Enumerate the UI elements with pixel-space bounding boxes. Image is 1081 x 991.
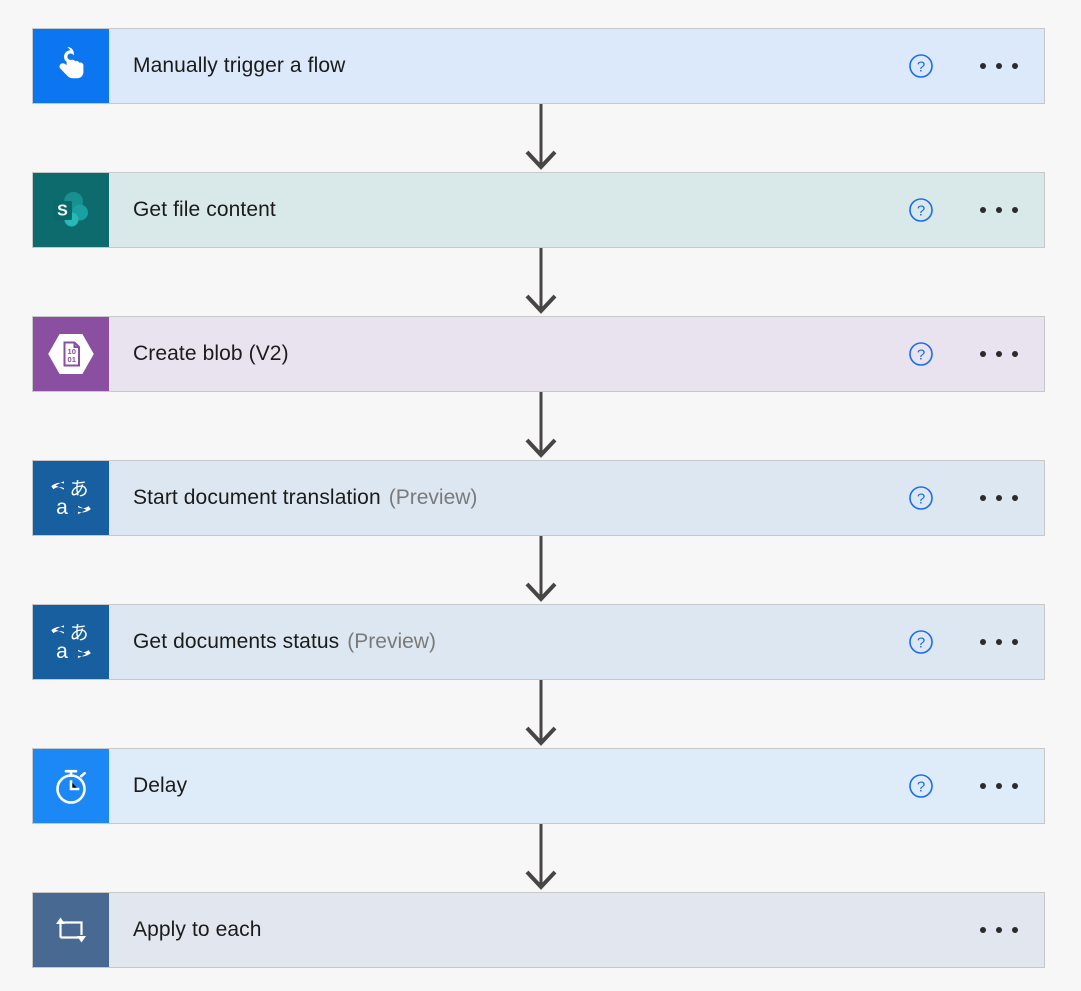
flow-step-actions: ? [906, 893, 1044, 967]
svg-text:?: ? [917, 59, 925, 76]
flow-step-title: Get documents status [133, 630, 340, 654]
flow-step-label-group: Create blob (V2) [109, 317, 906, 391]
more-options-icon[interactable] [976, 771, 1022, 801]
flow-step-title: Start document translation [133, 486, 381, 510]
more-options-icon[interactable] [976, 339, 1022, 369]
svg-text:?: ? [917, 491, 925, 508]
help-icon[interactable]: ? [906, 771, 936, 801]
more-options-icon[interactable] [976, 51, 1022, 81]
flow-connector-arrow [0, 392, 1081, 460]
flow-step-card[interactable]: Apply to each? [32, 892, 1045, 968]
sharepoint-icon: S [33, 173, 109, 247]
flow-step-actions: ? [906, 173, 1044, 247]
svg-text:a: a [56, 640, 68, 663]
svg-text:あ: あ [69, 478, 88, 500]
flow-step-actions: ? [906, 461, 1044, 535]
flow-step-actions: ? [906, 605, 1044, 679]
flow-connector-arrow [0, 680, 1081, 748]
more-options-icon[interactable] [976, 915, 1022, 945]
flow-step-label-group: Manually trigger a flow [109, 29, 906, 103]
more-options-icon[interactable] [976, 627, 1022, 657]
help-icon[interactable]: ? [906, 339, 936, 369]
help-icon[interactable]: ? [906, 483, 936, 513]
flow-step-actions: ? [906, 29, 1044, 103]
flow-step-actions: ? [906, 317, 1044, 391]
svg-text:?: ? [917, 347, 925, 364]
flow-step-card[interactable]: S Get file content? [32, 172, 1045, 248]
flow-step-label-group: Delay [109, 749, 906, 823]
stopwatch-icon [33, 749, 109, 823]
svg-text:a: a [56, 496, 68, 519]
flow-connector-arrow [0, 248, 1081, 316]
flow-step-title: Apply to each [133, 918, 262, 942]
flow-step-card[interactable]: Manually trigger a flow? [32, 28, 1045, 104]
svg-text:?: ? [917, 635, 925, 652]
svg-text:S: S [57, 203, 68, 220]
flow-connector-arrow [0, 536, 1081, 604]
flow-step-title: Get file content [133, 198, 276, 222]
more-options-icon[interactable] [976, 483, 1022, 513]
tap-hand-icon [33, 29, 109, 103]
flow-step-label-group: Apply to each [109, 893, 906, 967]
help-icon[interactable]: ? [906, 195, 936, 225]
flow-step-title: Manually trigger a flow [133, 54, 346, 78]
flow-step-preview-badge: (Preview) [388, 486, 478, 510]
flow-step-title: Delay [133, 774, 188, 798]
svg-text:01: 01 [67, 355, 76, 364]
flow-step-preview-badge: (Preview) [347, 630, 436, 654]
flow-step-card[interactable]: Delay? [32, 748, 1045, 824]
flow-step-label-group: Get file content [109, 173, 906, 247]
loop-repeat-icon [33, 893, 109, 967]
svg-text:?: ? [917, 203, 925, 220]
flow-step-label-group: Start document translation (Preview) [109, 461, 906, 535]
help-icon[interactable]: ? [906, 627, 936, 657]
help-icon[interactable]: ? [906, 51, 936, 81]
flow-connector-arrow [0, 104, 1081, 172]
flow-step-label-group: Get documents status (Preview) [109, 605, 906, 679]
svg-text:10: 10 [67, 347, 75, 356]
more-options-icon[interactable] [976, 195, 1022, 225]
flow-step-title: Create blob (V2) [133, 342, 289, 366]
flow-step-actions: ? [906, 749, 1044, 823]
flow-connector-arrow [0, 824, 1081, 892]
svg-text:あ: あ [69, 622, 88, 644]
svg-text:?: ? [917, 779, 925, 796]
